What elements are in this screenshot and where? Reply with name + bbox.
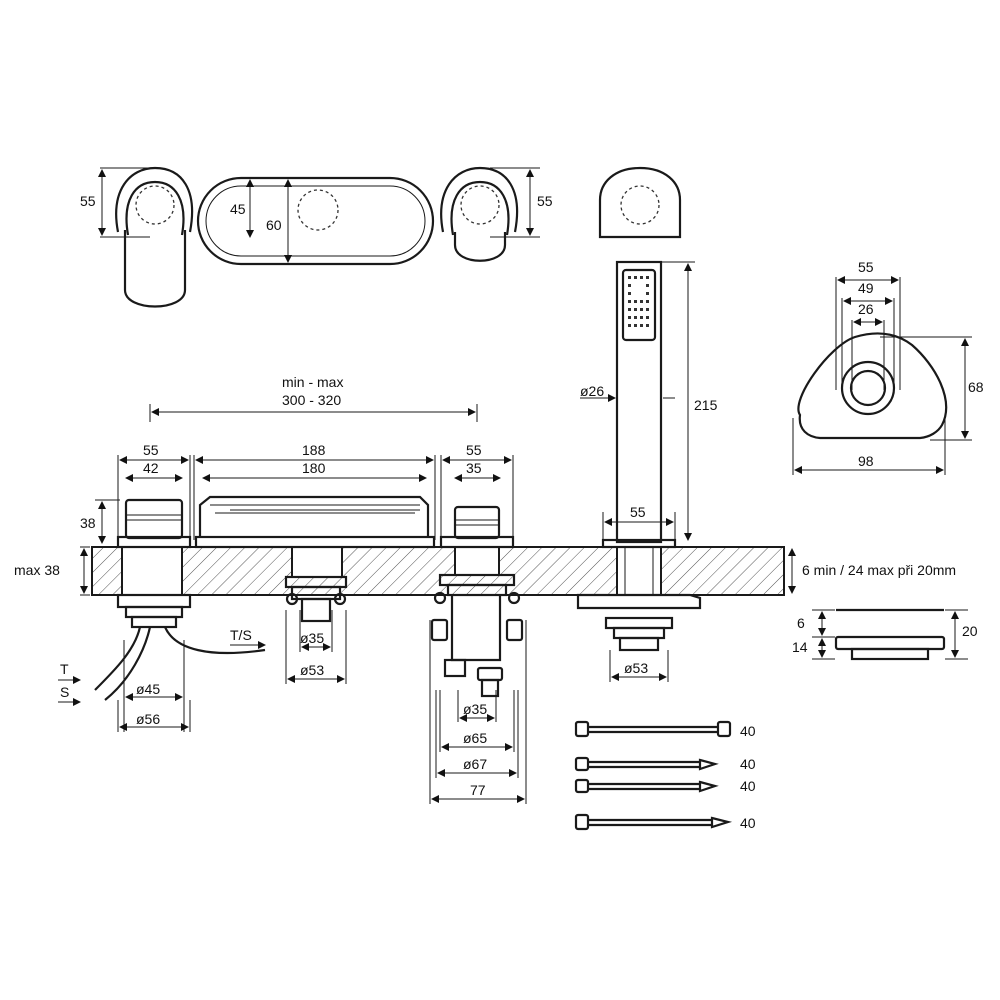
diverter-diameter-65-label: ø65 bbox=[463, 730, 487, 746]
shower-height-215-label: 215 bbox=[694, 397, 718, 413]
hose-2 bbox=[574, 756, 719, 772]
shower-handset bbox=[580, 260, 695, 545]
spout-width-180-label: 180 bbox=[302, 460, 326, 476]
spout-width-188-label: 188 bbox=[302, 442, 326, 458]
top-view-right-lever bbox=[440, 166, 540, 262]
s-label: S bbox=[60, 684, 69, 700]
mid-width-55-label: 55 bbox=[466, 442, 482, 458]
min-max-label: min - max bbox=[282, 374, 343, 390]
diverter-below bbox=[429, 573, 527, 804]
base-width-49-label: 49 bbox=[858, 280, 874, 296]
left-mixer-below bbox=[58, 593, 266, 732]
spout-side bbox=[194, 495, 436, 549]
min-max-range-label: 300 - 320 bbox=[282, 392, 341, 408]
lever-left-height-label: 55 bbox=[80, 193, 96, 209]
deck-thickness-label: 6 min / 24 max při 20mm bbox=[802, 562, 956, 578]
shower-holder-side bbox=[601, 538, 677, 549]
diverter-diameter-67-label: ø67 bbox=[463, 756, 487, 772]
spout-mount-below bbox=[284, 575, 348, 684]
top-view-left-lever bbox=[98, 166, 194, 308]
lever-right-height-label: 55 bbox=[537, 193, 553, 209]
shower-base-plan bbox=[792, 276, 972, 475]
left-lever-side bbox=[116, 498, 192, 549]
ts-label: T/S bbox=[230, 627, 252, 643]
shower-mount-below bbox=[576, 593, 702, 682]
spout-height-60-label: 60 bbox=[266, 217, 282, 233]
diverter-diameter-35-label: ø35 bbox=[463, 701, 487, 717]
shower-diameter-53-label: ø53 bbox=[624, 660, 648, 676]
lever-height-38-label: 38 bbox=[80, 515, 96, 531]
right-lever-side bbox=[439, 505, 515, 549]
left-width-42-label: 42 bbox=[143, 460, 159, 476]
hose-4 bbox=[574, 813, 733, 831]
left-diameter-56-label: ø56 bbox=[136, 711, 160, 727]
left-diameter-45-label: ø45 bbox=[136, 681, 160, 697]
hose-1-label: 40 bbox=[740, 723, 756, 739]
hose-1 bbox=[574, 720, 732, 738]
hose-3-label: 40 bbox=[740, 778, 756, 794]
top-view-shower bbox=[598, 166, 682, 239]
overall-dimensions bbox=[80, 404, 796, 596]
deck-max-38-label: max 38 bbox=[14, 562, 60, 578]
hose-3 bbox=[574, 778, 719, 794]
shower-diameter-26-label: ø26 bbox=[580, 383, 604, 399]
plate-height-14-label: 14 bbox=[792, 639, 808, 655]
base-height-68-label: 68 bbox=[968, 379, 984, 395]
plate-height-20-label: 20 bbox=[962, 623, 978, 639]
diverter-width-77-label: 77 bbox=[470, 782, 486, 798]
plate-height-6-label: 6 bbox=[797, 615, 805, 631]
hose-2-label: 40 bbox=[740, 756, 756, 772]
spout-height-45-label: 45 bbox=[230, 201, 246, 217]
mid-width-35-label: 35 bbox=[466, 460, 482, 476]
shower-width-55-label: 55 bbox=[630, 504, 646, 520]
t-label: T bbox=[60, 661, 69, 677]
base-width-55-label: 55 bbox=[858, 259, 874, 275]
base-width-26-label: 26 bbox=[858, 301, 874, 317]
hoses bbox=[574, 720, 733, 831]
spout-diameter-35-label: ø35 bbox=[300, 630, 324, 646]
base-plate-profile bbox=[812, 608, 968, 661]
top-view-spout bbox=[196, 176, 435, 266]
spout-diameter-53-label: ø53 bbox=[300, 662, 324, 678]
hose-4-label: 40 bbox=[740, 815, 756, 831]
base-width-98-label: 98 bbox=[858, 453, 874, 469]
deck-cross-section bbox=[91, 546, 785, 596]
left-width-55-label: 55 bbox=[143, 442, 159, 458]
